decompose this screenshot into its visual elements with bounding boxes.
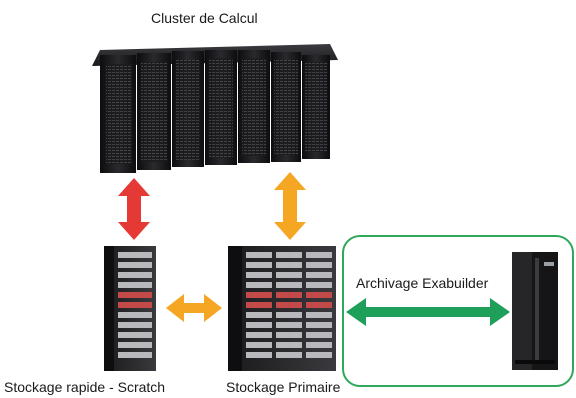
- storage-array-icon: [228, 246, 336, 371]
- tape-library-icon: [512, 252, 558, 370]
- server-rack-cluster-icon: [92, 44, 338, 173]
- storage-rack-icon: [104, 246, 156, 371]
- archive-group-box: [342, 235, 574, 387]
- arrow-scratch-primary: [166, 294, 222, 322]
- arrow-cluster-scratch: [118, 178, 150, 240]
- primary-label: Stockage Primaire: [226, 379, 341, 395]
- scratch-label: Stockage rapide - Scratch: [4, 379, 166, 395]
- arrow-primary-archive: [346, 298, 510, 326]
- cluster-label: Cluster de Calcul: [151, 10, 258, 26]
- arrow-cluster-primary: [274, 172, 306, 240]
- archive-label: Archivage Exabuilder: [356, 275, 489, 291]
